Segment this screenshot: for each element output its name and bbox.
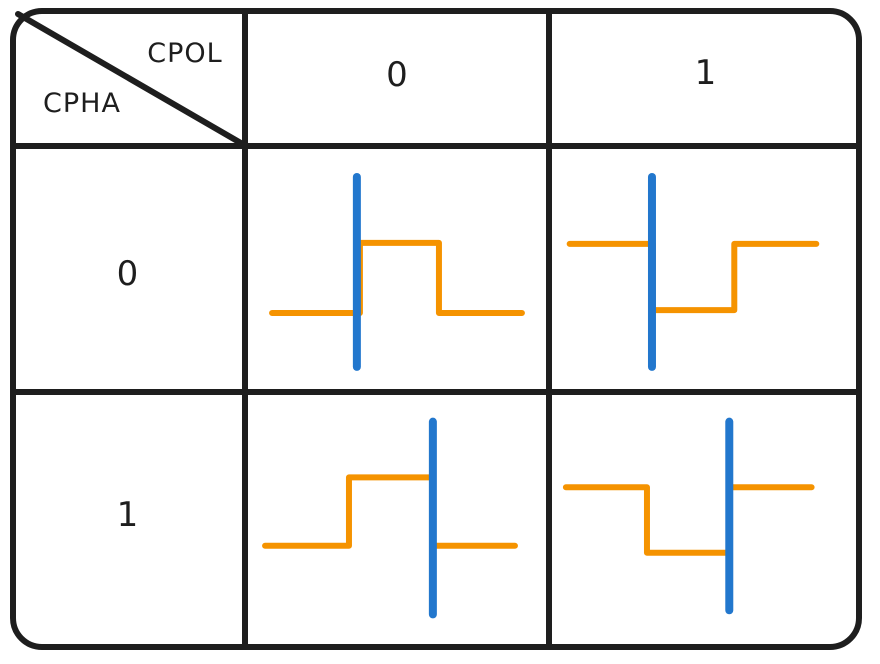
- table-outer-border: [10, 8, 862, 650]
- column-header-cpol-1: 1: [694, 53, 717, 93]
- row-header-cpha-0: 0: [116, 254, 139, 294]
- column-header-cpol-0: 0: [386, 55, 408, 95]
- row-divider-1: [12, 143, 860, 149]
- waveform-cpol0-cpha1: [262, 417, 518, 619]
- waveform-cpol0-cpha0: [269, 172, 525, 371]
- clock-trace: [566, 240, 820, 314]
- corner-label-cpha: CPHA: [43, 88, 121, 119]
- waveform-cpol1-cpha0: [566, 172, 820, 371]
- column-divider-2: [546, 11, 552, 648]
- row-divider-2: [12, 389, 860, 395]
- corner-label-cpol: CPOL: [147, 38, 223, 69]
- row-header-cpha-1: 1: [116, 495, 139, 535]
- clock-trace: [562, 484, 815, 556]
- column-divider-1: [242, 11, 248, 648]
- clock-trace: [262, 474, 518, 549]
- waveform-cpol1-cpha1: [562, 417, 815, 615]
- clock-trace: [269, 239, 525, 317]
